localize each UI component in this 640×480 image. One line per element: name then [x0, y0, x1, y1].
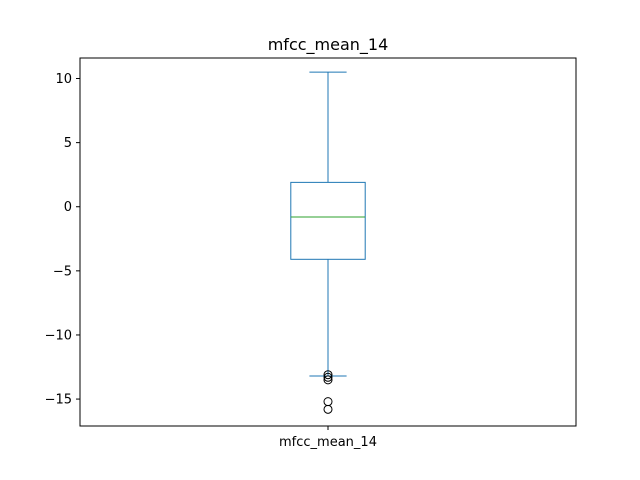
outlier-point [323, 404, 333, 414]
outlier-point [323, 370, 333, 380]
y-tick-label: −5 [53, 264, 72, 279]
y-tick-label: 5 [64, 136, 72, 151]
outlier-point [323, 375, 333, 385]
y-tick-label: −10 [45, 328, 72, 343]
y-tick-label: 0 [64, 200, 72, 215]
outlier-point [323, 372, 333, 382]
y-axis: 10 5 0 −5 −10 −15 [45, 72, 80, 408]
plot-frame [79, 57, 577, 427]
box-group [290, 71, 366, 414]
box-iqr [290, 181, 366, 260]
outlier-point [323, 397, 333, 407]
x-tick-label: mfcc_mean_14 [279, 435, 377, 450]
x-axis: mfcc_mean_14 [279, 426, 377, 450]
y-tick-label: 10 [55, 72, 72, 87]
y-tick-label: −15 [45, 393, 72, 408]
chart-title: mfcc_mean_14 [268, 35, 389, 55]
